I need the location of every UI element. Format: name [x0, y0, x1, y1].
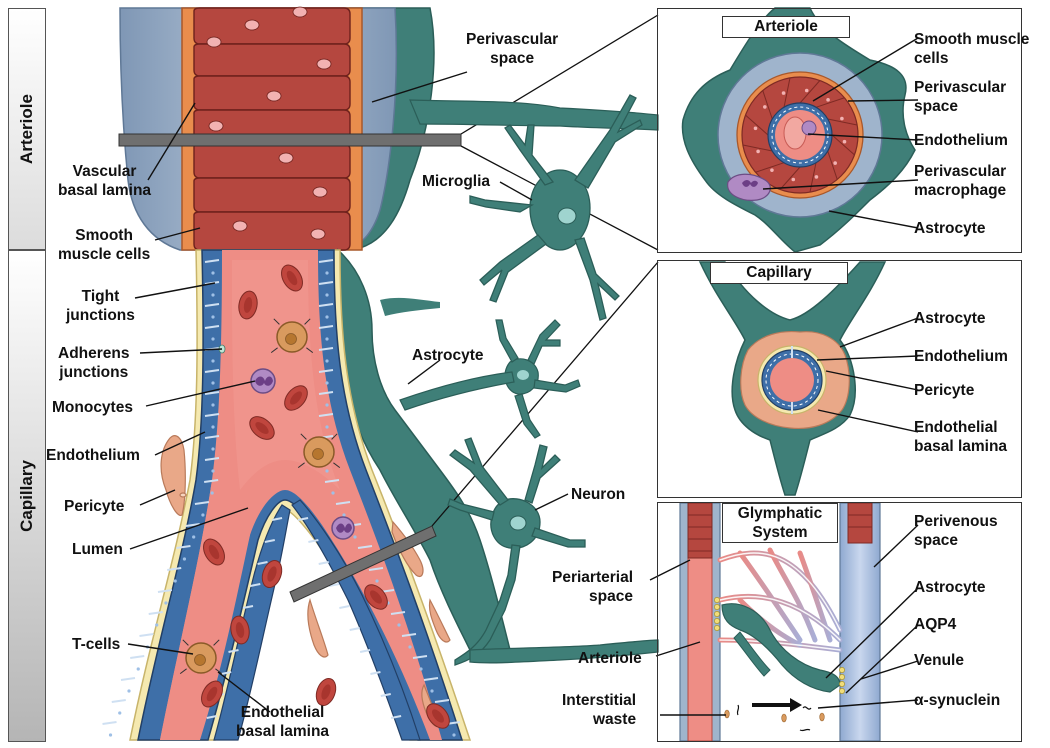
label-monocytes: Monocytes: [52, 399, 133, 416]
microglia-cell: [469, 94, 643, 321]
capillary-label-astrocyte: Astrocyte: [914, 310, 986, 327]
glymphatic-label-venule: Venule: [914, 652, 964, 669]
arteriole-panel-graphics: [681, 7, 916, 253]
sidebar-arteriole: Arteriole: [8, 8, 46, 250]
label-endothelial-basal-lamina: Endothelial basal lamina: [236, 704, 330, 740]
glymphatic-label-alpha-synuclein: α-synuclein: [914, 692, 1001, 709]
glymphatic-label-arteriole: Arteriole: [578, 650, 642, 667]
label-t-cells: T-cells: [72, 636, 121, 653]
endothelial-cells: [102, 259, 461, 737]
astrocyte-cell: [399, 319, 581, 439]
label-pericyte: Pericyte: [64, 498, 125, 515]
arteriole-label-endothelium: Endothelium: [914, 132, 1008, 149]
label-tight-junctions: Tight junctions: [66, 288, 135, 324]
label-lumen: Lumen: [72, 541, 123, 558]
glymphatic-label-aqp4: AQP4: [914, 616, 957, 633]
red-blood-cells: [201, 264, 450, 729]
capillary-panel: [657, 260, 1022, 498]
leader-lines: [127, 37, 919, 716]
capillary-panel-title: Capillary: [710, 262, 848, 284]
sidebar-arteriole-label: Arteriole: [17, 94, 37, 164]
glymphatic-panel-graphics: [679, 502, 881, 742]
arteriole-vessel: [119, 6, 435, 251]
glymphatic-panel-title: Glymphatic System: [722, 503, 838, 543]
label-smooth-muscle-cells: Smooth muscle cells: [58, 227, 151, 263]
label-perivascular-space: Perivascular space: [466, 31, 559, 67]
arteriole-panel: [657, 8, 1022, 253]
glymphatic-label-astrocyte: Astrocyte: [914, 579, 986, 596]
t-cells-group: [179, 318, 341, 674]
arteriole-label-astrocyte: Astrocyte: [914, 220, 986, 237]
capillary-label-pericyte: Pericyte: [914, 382, 975, 399]
label-endothelium: Endothelium: [46, 447, 140, 464]
label-neuron: Neuron: [571, 486, 626, 503]
arteriole-label-smooth-muscle: Smooth muscle cells: [914, 31, 1030, 67]
capillary-label-endothelium: Endothelium: [914, 348, 1008, 365]
label-microglia: Microglia: [422, 173, 491, 190]
neuron-cell: [447, 437, 659, 666]
label-astrocyte: Astrocyte: [412, 347, 484, 364]
glymphatic-label-waste: Interstitial waste: [562, 692, 637, 728]
monocytes-cells: [250, 368, 355, 540]
glymphatic-label-perivenous: Perivenous space: [914, 513, 998, 549]
sidebar-capillary-label: Capillary: [17, 460, 36, 532]
glymphatic-panel: [657, 502, 1022, 742]
sidebar-capillary: Capillary: [8, 250, 46, 742]
glymphatic-label-periarterial: Periarterial space: [552, 569, 633, 605]
capillary-vessel: [129, 248, 511, 741]
arteriole-label-perivascular: Perivascular space: [914, 79, 1007, 115]
arteriole-label-macrophage: Perivascular macrophage: [914, 163, 1007, 199]
label-vascular-basal-lamina: Vascular basal lamina: [58, 163, 152, 199]
capillary-panel-graphics: [698, 261, 887, 496]
arteriole-panel-title: Arteriole: [722, 16, 850, 38]
label-adherens-junctions: Adherens junctions: [58, 345, 130, 381]
capillary-label-basal-lamina: Endothelial basal lamina: [914, 419, 1008, 455]
